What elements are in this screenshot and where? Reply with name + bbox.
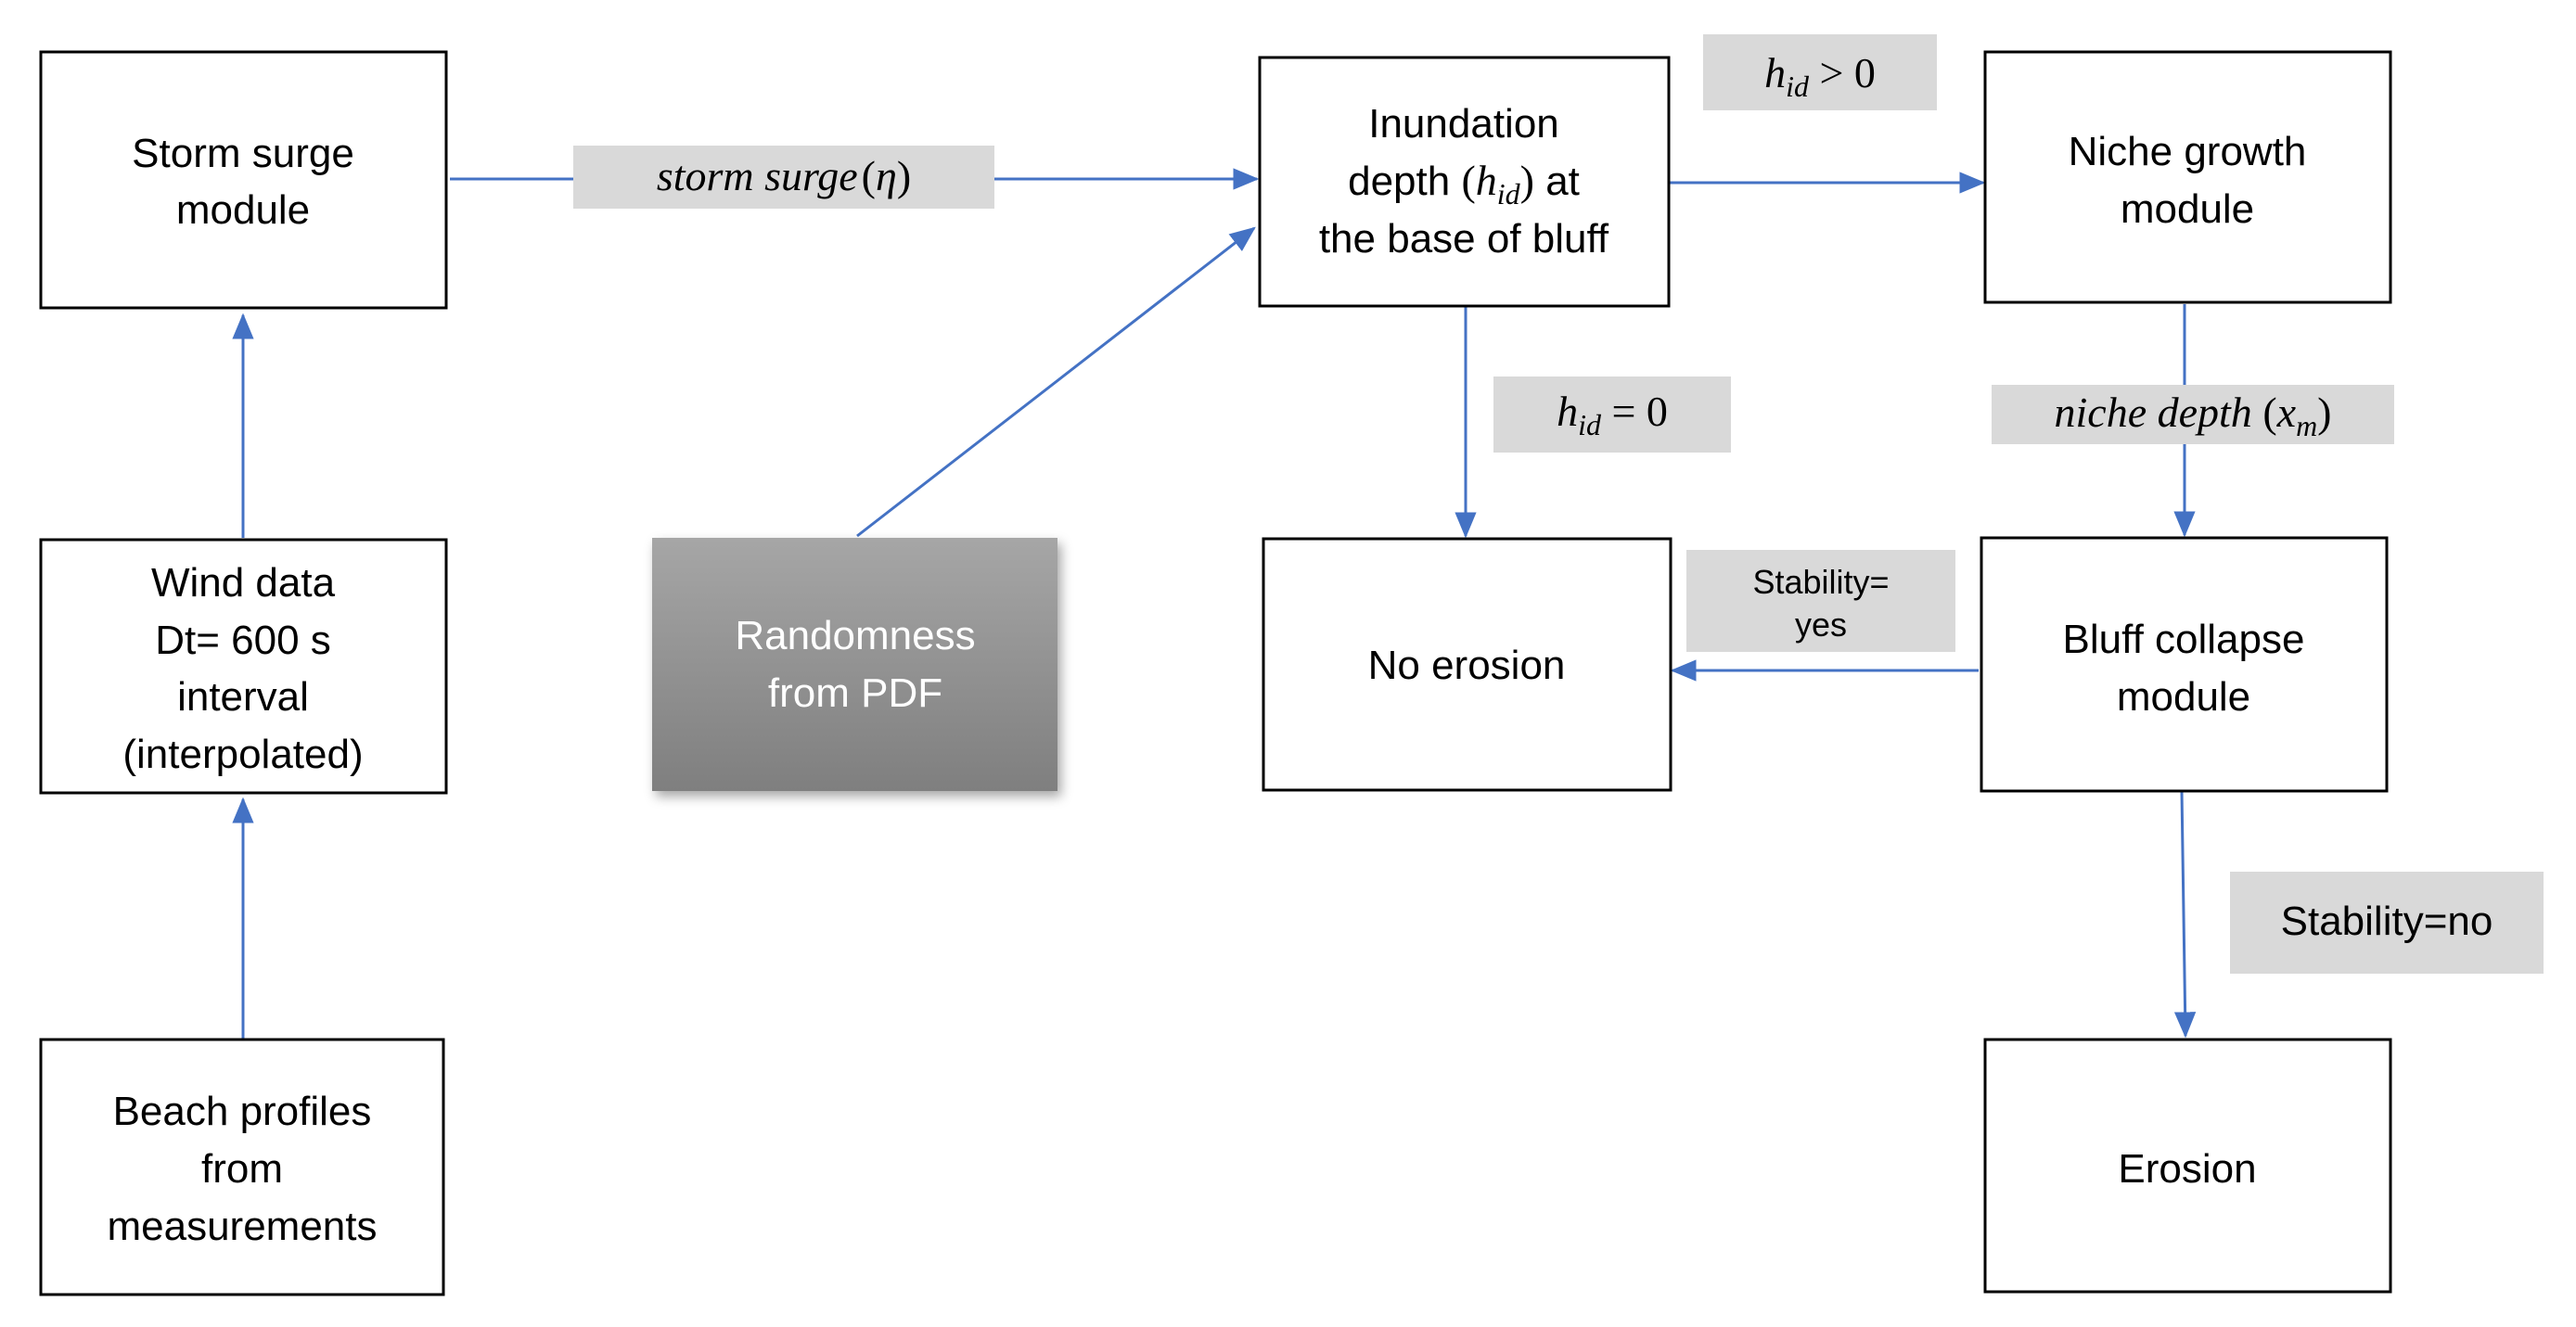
niche-growth-line-1: Niche growth: [2069, 129, 2307, 174]
hid-gt-0-relation: > 0: [1809, 49, 1876, 96]
stability-yes-line-2: yes: [1795, 606, 1847, 644]
svg-text:storm surge (η): storm surge (η): [657, 152, 911, 199]
niche-depth-sub: m: [2296, 409, 2317, 442]
beach-profiles-line-2: from: [201, 1146, 283, 1192]
node-erosion: Erosion: [1983, 1038, 2392, 1294]
hid-eq-0-sub: id: [1578, 408, 1602, 441]
arrow-bluff-to-erosion: [2173, 790, 2197, 1039]
hid-eq-0-var: h: [1557, 388, 1578, 435]
node-storm-surge-module: Storm surge module: [39, 50, 448, 310]
hid-eq-0-relation: = 0: [1601, 388, 1668, 435]
randomness-line-1: Randomness: [735, 613, 975, 658]
inundation-hid-sub: id: [1497, 177, 1521, 211]
node-beach-profiles: Beach profiles from measurements: [39, 1038, 445, 1296]
node-bluff-collapse-module: Bluff collapse module: [1980, 536, 2389, 793]
inundation-line-2-prefix: depth: [1348, 159, 1461, 204]
node-inundation-depth: Inundation depth (hid) at the base of bl…: [1258, 56, 1671, 308]
beach-profiles-line-3: measurements: [107, 1204, 377, 1249]
node-randomness: Randomness from PDF: [652, 538, 1057, 791]
wind-data-line-2: Dt= 600 s: [155, 618, 331, 663]
svg-text:depth (hid) at: depth (hid) at: [1348, 157, 1580, 211]
niche-growth-line-2: module: [2121, 186, 2254, 232]
stability-yes-line-1: Stability=: [1752, 563, 1889, 601]
edge-label-hid-gt-0: hid > 0: [1703, 34, 1937, 110]
storm-surge-module-line-1: Storm surge: [132, 131, 354, 176]
erosion-text: Erosion: [2118, 1146, 2256, 1192]
wind-data-line-3: interval: [177, 674, 309, 720]
niche-depth-label-text: niche depth: [2055, 389, 2252, 436]
beach-profiles-line-1: Beach profiles: [113, 1089, 372, 1134]
hid-gt-0-var: h: [1764, 49, 1786, 96]
edge-label-stability-yes: Stability= yes: [1686, 550, 1955, 652]
edge-label-stability-no: Stability=no: [2230, 872, 2544, 974]
inundation-line-3: the base of bluff: [1319, 216, 1609, 262]
svg-text:hid > 0: hid > 0: [1764, 49, 1876, 103]
arrow-randomness-to-inundation: [856, 226, 1256, 538]
node-no-erosion: No erosion: [1262, 537, 1672, 792]
bluff-collapse-line-2: module: [2117, 674, 2250, 720]
hid-gt-0-sub: id: [1786, 70, 1810, 103]
svg-text:niche depth (xm): niche depth (xm): [2055, 389, 2332, 442]
inundation-line-1: Inundation: [1368, 101, 1559, 147]
node-niche-growth-module: Niche growth module: [1983, 50, 2392, 304]
storm-surge-module-line-2: module: [176, 187, 310, 233]
bluff-collapse-line-1: Bluff collapse: [2063, 617, 2305, 662]
stability-no-text: Stability=no: [2281, 899, 2493, 944]
edge-label-niche-depth: niche depth (xm): [1992, 385, 2394, 444]
inundation-line-2-suffix: at: [1534, 159, 1580, 204]
wind-data-line-1: Wind data: [151, 560, 336, 606]
storm-surge-label-text: storm surge: [657, 152, 858, 199]
randomness-line-2: from PDF: [768, 670, 942, 716]
storm-surge-symbol: η: [876, 152, 897, 199]
no-erosion-text: No erosion: [1368, 643, 1566, 688]
svg-text:hid = 0: hid = 0: [1557, 388, 1668, 441]
edge-label-storm-surge: storm surge (η): [573, 146, 994, 209]
inundation-hid-var: h: [1476, 157, 1497, 204]
node-wind-data: Wind data Dt= 600 s interval (interpolat…: [39, 538, 448, 795]
wind-data-line-4: (interpolated): [122, 732, 363, 777]
edge-label-hid-eq-0: hid = 0: [1493, 376, 1731, 453]
niche-depth-var: x: [2276, 389, 2297, 436]
